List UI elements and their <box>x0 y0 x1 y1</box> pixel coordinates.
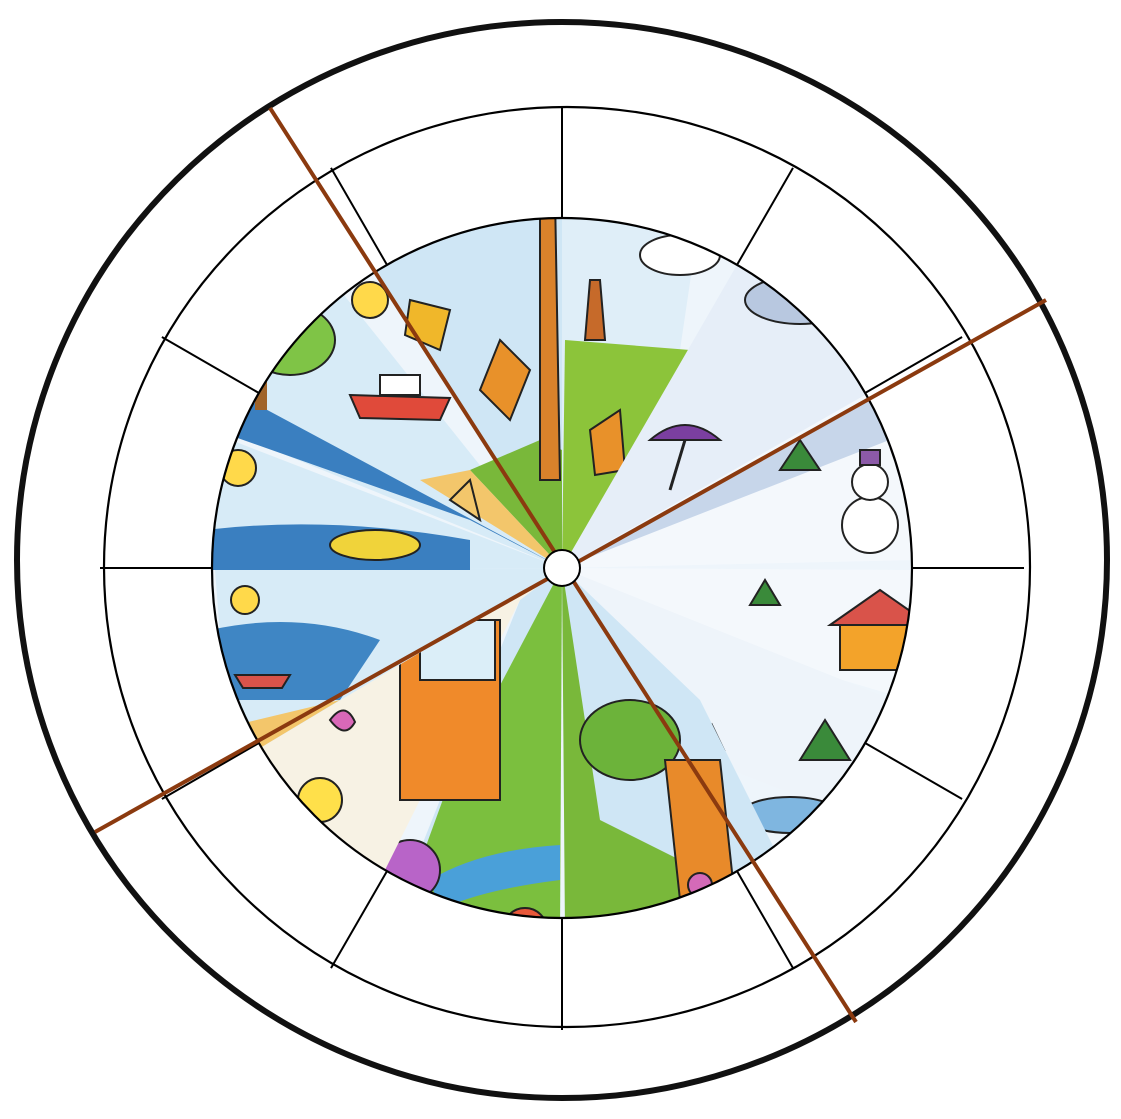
ship-icon <box>350 395 450 420</box>
snowman-icon <box>842 497 898 553</box>
sun-icon <box>231 586 259 614</box>
sun-icon <box>352 282 388 318</box>
center-hub <box>544 550 580 586</box>
rowboat-icon <box>235 675 290 688</box>
swim-ring-icon <box>330 530 420 560</box>
